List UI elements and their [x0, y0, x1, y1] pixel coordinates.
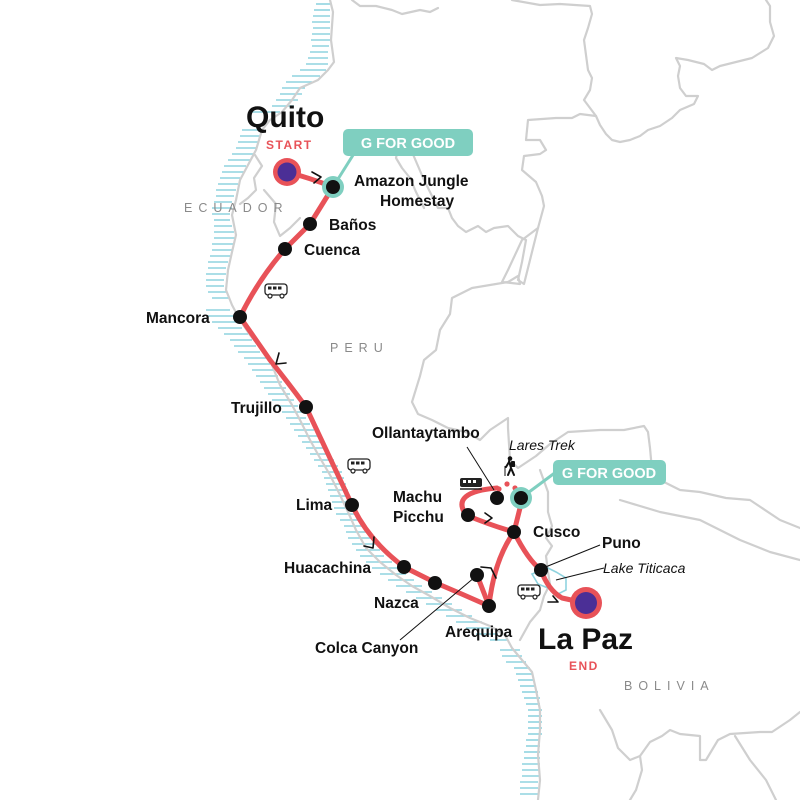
label-homestay: Homestay	[380, 193, 454, 210]
start-tag: START	[266, 138, 313, 152]
end-city-label: La Paz	[538, 623, 633, 656]
start-marker[interactable]	[273, 158, 301, 186]
label-nazca: Nazca	[374, 595, 419, 612]
g-for-good-badge[interactable]: G FOR GOOD	[343, 129, 473, 156]
label-arequipa: Arequipa	[445, 624, 513, 641]
label-colca-canyon: Colca Canyon	[315, 640, 418, 657]
bus-icon	[517, 584, 541, 600]
start-city-label: Quito	[246, 101, 324, 134]
svg-text:G FOR GOOD: G FOR GOOD	[361, 136, 455, 152]
bus-icon	[347, 458, 371, 474]
chevron-right-icon	[484, 512, 493, 524]
chevron-down-icon	[547, 595, 559, 603]
label-machu: Machu	[393, 489, 442, 506]
direction-arrows	[275, 171, 559, 603]
end-tag: END	[569, 659, 599, 673]
label-ollantaytambo: Ollantaytambo	[372, 425, 480, 442]
country-label-bolivia: BOLIVIA	[624, 679, 715, 693]
stop-markers	[233, 176, 548, 613]
stop-huacachina	[397, 560, 411, 574]
label-huacachina: Huacachina	[284, 560, 371, 577]
stop-arequipa	[482, 599, 496, 613]
stop-banos	[303, 217, 317, 231]
end-marker[interactable]	[570, 587, 602, 619]
leader-lines	[399, 446, 605, 641]
chevron-down-icon	[275, 352, 287, 365]
stop-puno	[534, 563, 548, 577]
chevron-right-icon	[311, 171, 322, 184]
label-cusco: Cusco	[533, 524, 580, 541]
stop-ollantaytambo	[490, 491, 504, 505]
label-lake-titicaca: Lake Titicaca	[603, 560, 686, 576]
stop-lima	[345, 498, 359, 512]
label-mancora: Mancora	[146, 310, 210, 327]
bus-icon	[264, 283, 288, 299]
label-lima: Lima	[296, 497, 333, 514]
stop-mancora	[233, 310, 247, 324]
train-icon	[460, 478, 482, 490]
label-cuenca: Cuenca	[304, 242, 360, 259]
label-amazon-jungle: Amazon Jungle	[354, 173, 469, 190]
stop-colca-canyon	[470, 568, 484, 582]
country-label-ecuador: ECUADOR	[184, 201, 289, 215]
stop-lares-trek	[514, 491, 528, 505]
hiker-icon	[504, 456, 515, 476]
stop-trujillo	[299, 400, 313, 414]
stop-amazon-jungle-homestay	[326, 180, 340, 194]
label-picchu: Picchu	[393, 509, 444, 526]
stop-nazca	[428, 576, 442, 590]
chevron-up-icon	[480, 566, 497, 579]
stop-cusco	[507, 525, 521, 539]
svg-text:G FOR GOOD: G FOR GOOD	[562, 466, 656, 482]
g-for-good-badge[interactable]: G FOR GOOD	[553, 460, 666, 485]
label-banos: Baños	[329, 217, 376, 234]
country-label-peru: PERU	[330, 341, 389, 355]
label-lares-trek: Lares Trek	[509, 437, 576, 453]
chevron-down-icon	[363, 536, 375, 549]
label-trujillo: Trujillo	[231, 400, 282, 417]
stop-machu-picchu	[461, 508, 475, 522]
stop-cuenca	[278, 242, 292, 256]
lake-titicaca-shape	[530, 567, 567, 595]
ocean-hatching	[206, 3, 542, 795]
label-puno: Puno	[602, 535, 641, 552]
